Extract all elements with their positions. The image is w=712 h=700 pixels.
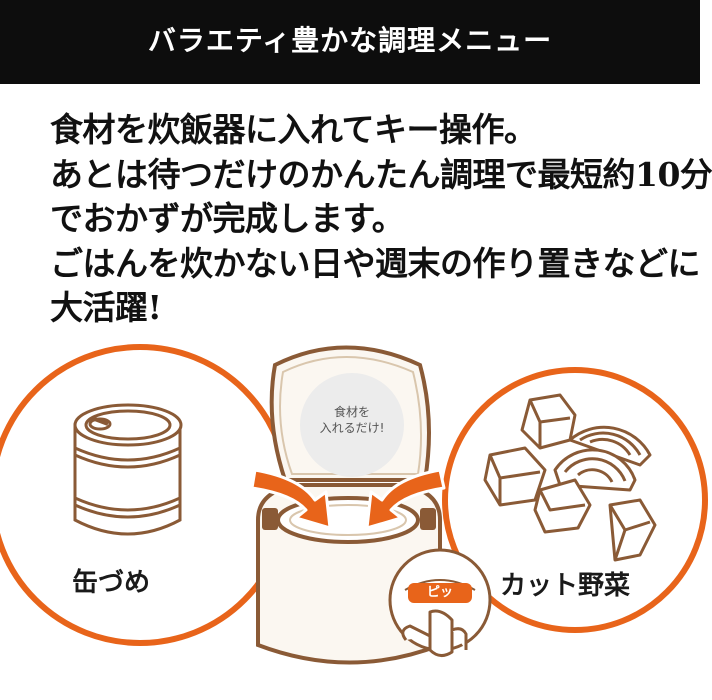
left-callout-label: 缶づめ [72,568,151,598]
description-line-4: ごはんを炊かない日や週末の作り置きなどに [50,243,701,283]
lid-label: 食材を 入れるだけ! [312,404,392,436]
lid-label-circle [300,373,404,477]
beep-label: ピッ [426,585,453,600]
description-line-1: 食材を炊飯器に入れてキー操作。 [50,110,537,149]
lid-label-line-1: 食材を [333,405,370,419]
description-text: 食材を炊飯器に入れてキー操作。 あとは待つだけのかんたん調理で最短約10分 でお… [50,108,712,331]
header-bar: バラエティ豊かな調理メニュー [0,0,700,84]
description-line-2: あとは待つだけのかんたん調理で最短約10分 [50,154,712,194]
control-panel [388,548,492,652]
beep-badge [408,583,472,603]
arrow-icon [250,468,446,530]
illustration [0,344,708,665]
finger-press-icon [401,609,468,657]
right-callout-label: カット野菜 [500,571,631,601]
header-title: バラエティ豊かな調理メニュー [147,24,553,57]
cut-vegetables-icon [483,393,657,562]
description-line-5: 大活躍! [50,288,162,327]
lid-label-line-2: 入れるだけ! [319,421,385,435]
can-icon [73,403,183,536]
description-line-3: でおかずが完成します。 [50,199,405,238]
